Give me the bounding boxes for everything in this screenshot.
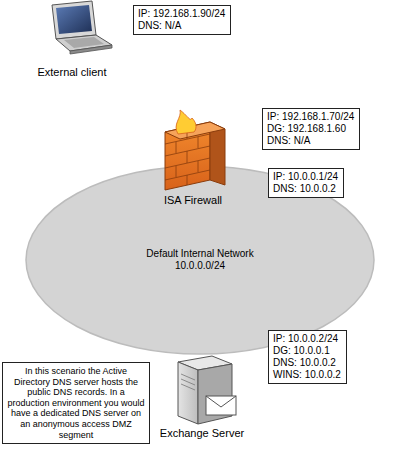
node-text: 10.0.0.0/24 — [175, 260, 225, 272]
device-label: ISA Firewall — [164, 194, 222, 207]
node-text: IP: 192.168.1.90/24 — [138, 8, 225, 20]
laptop-icon — [52, 1, 112, 54]
ip-config-box: IP: 10.0.0.2/24DG: 10.0.0.1DNS: 10.0.0.2… — [268, 330, 347, 384]
node-text: IP: 10.0.0.1/24 — [273, 171, 338, 183]
node-text: In this scenario the Active Directory DN… — [7, 366, 145, 440]
device-label: Exchange Server — [160, 427, 244, 440]
node-text: WINS: 10.0.0.2 — [273, 369, 341, 381]
node-text: DNS: N/A — [267, 135, 354, 147]
firewall-icon — [165, 110, 225, 190]
node-text: DG: 10.0.0.1 — [273, 345, 341, 357]
node-text: IP: 192.168.1.70/24 — [267, 111, 354, 123]
node-text: Default Internal Network — [146, 248, 253, 260]
device-label: External client — [37, 66, 106, 79]
ip-config-box: IP: 192.168.1.90/24DNS: N/A — [133, 5, 231, 35]
note-box: In this scenario the Active Directory DN… — [2, 362, 150, 444]
ip-config-box: IP: 10.0.0.1/24DNS: 10.0.0.2 — [268, 168, 344, 198]
node-text: IP: 10.0.0.2/24 — [273, 333, 341, 345]
node-text: DNS: N/A — [138, 20, 225, 32]
node-text: DNS: 10.0.0.2 — [273, 357, 341, 369]
ip-config-box: IP: 192.168.1.70/24DG: 192.168.1.60DNS: … — [262, 108, 360, 150]
node-text: DG: 192.168.1.60 — [267, 123, 354, 135]
server-icon — [178, 356, 236, 424]
node-text: DNS: 10.0.0.2 — [273, 183, 338, 195]
